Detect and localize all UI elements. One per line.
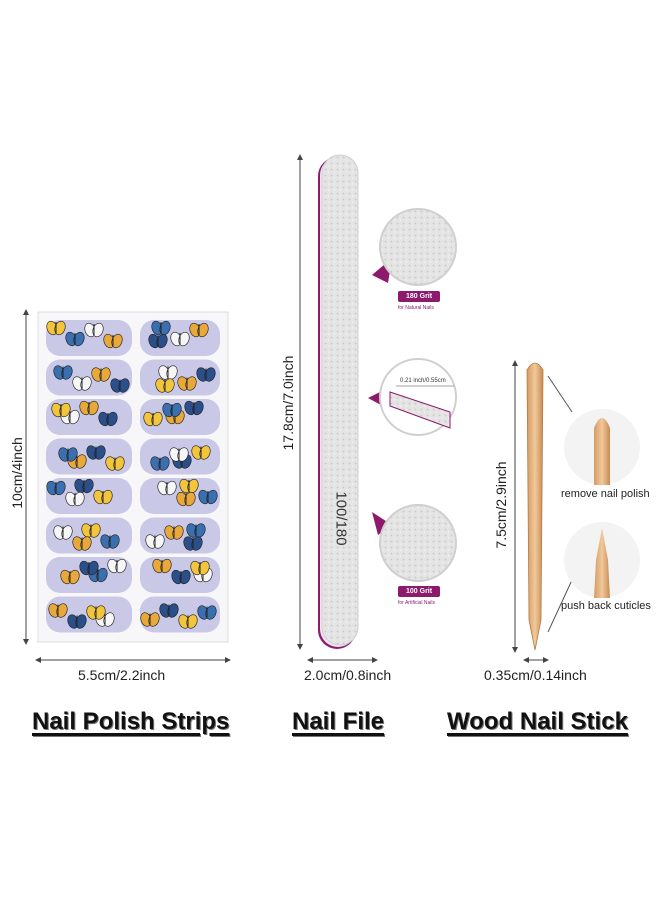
stick-width-label: 0.35cm/0.14inch xyxy=(484,667,587,683)
nail-strip-rows xyxy=(46,320,220,633)
butterfly-icon xyxy=(93,489,113,505)
butterfly-icon xyxy=(72,536,92,551)
butterfly-icon xyxy=(157,480,177,496)
nail-strip xyxy=(140,596,220,633)
butterfly-icon xyxy=(65,491,85,507)
butterfly-icon xyxy=(110,378,130,393)
butterfly-icon xyxy=(191,445,211,460)
butterfly-icon xyxy=(48,603,68,618)
butterfly-icon xyxy=(46,480,66,496)
nail-strip xyxy=(46,478,132,514)
butterfly-icon xyxy=(145,534,165,549)
butterfly-icon xyxy=(189,322,209,338)
butterfly-icon xyxy=(183,536,203,551)
grit-100-sub: for Artificial Nails xyxy=(398,600,435,606)
butterfly-icon xyxy=(53,525,73,540)
butterfly-icon xyxy=(79,400,99,416)
butterfly-icon xyxy=(79,560,99,576)
butterfly-icon xyxy=(197,605,217,620)
stick-title: Wood Nail Stick xyxy=(447,708,628,735)
butterfly-icon xyxy=(196,367,216,382)
butterfly-icon xyxy=(155,378,175,393)
butterfly-icon xyxy=(67,614,87,629)
grit-zoom-bottom xyxy=(372,504,457,582)
butterfly-icon xyxy=(46,320,66,336)
butterfly-icon xyxy=(178,614,198,629)
grit-100-label: 100 Grit xyxy=(398,586,441,597)
butterfly-icon xyxy=(91,367,111,382)
stick-length-label: 7.5cm/2.9inch xyxy=(493,461,509,549)
butterfly-icon xyxy=(148,333,168,349)
butterfly-icon xyxy=(58,447,78,462)
strips-width-label: 5.5cm/2.2inch xyxy=(78,667,166,683)
butterfly-icon xyxy=(72,376,92,391)
butterfly-icon xyxy=(86,445,106,460)
file-length-label: 17.8cm/7.0inch xyxy=(280,355,296,451)
butterfly-icon xyxy=(179,478,199,494)
file-width-label: 2.0cm/0.8inch xyxy=(304,667,392,683)
strips-title: Nail Polish Strips xyxy=(32,708,230,735)
butterfly-icon xyxy=(53,365,73,380)
butterfly-icon xyxy=(198,489,218,505)
butterfly-icon xyxy=(152,558,172,574)
butterfly-icon xyxy=(100,534,120,549)
butterfly-icon xyxy=(81,523,101,538)
butterfly-icon xyxy=(150,456,170,471)
thickness-zoom xyxy=(368,358,457,436)
butterfly-icon xyxy=(151,320,171,336)
butterfly-icon xyxy=(86,605,106,620)
butterfly-icon xyxy=(171,569,191,585)
wood-stick xyxy=(526,362,544,651)
butterfly-icon xyxy=(184,400,204,416)
butterfly-icon xyxy=(60,569,80,585)
grit-180-sub: for Natural Nails xyxy=(398,305,434,311)
butterfly-icon xyxy=(98,411,118,427)
butterfly-icon xyxy=(170,331,190,347)
stick-caption-bottom: push back cuticles xyxy=(561,600,651,612)
butterfly-icon xyxy=(65,331,85,347)
file-thickness-label: 0.21 inch/0.55cm xyxy=(400,378,446,384)
stick-zoom-top xyxy=(564,409,640,485)
butterfly-icon xyxy=(74,478,94,494)
stick-caption-top: remove nail polish xyxy=(561,488,650,500)
butterfly-icon xyxy=(186,523,206,538)
file-title: Nail File xyxy=(292,708,385,735)
butterfly-icon xyxy=(176,491,196,507)
butterfly-icon xyxy=(169,447,189,462)
butterfly-icon xyxy=(190,560,210,576)
grit-180-label: 180 Grit xyxy=(398,291,441,302)
butterfly-icon xyxy=(105,456,125,471)
butterfly-icon xyxy=(107,558,127,574)
butterfly-icon xyxy=(103,333,123,349)
butterfly-icon xyxy=(158,365,178,380)
butterfly-icon xyxy=(162,402,182,418)
butterfly-icon xyxy=(164,525,184,540)
nail-file xyxy=(318,154,359,649)
butterfly-icon xyxy=(143,411,163,427)
stick-zoom-bottom xyxy=(564,522,640,598)
butterfly-icon xyxy=(159,603,179,618)
butterfly-icon xyxy=(177,376,197,391)
butterfly-icon xyxy=(140,612,160,627)
file-imprint: 100/180 xyxy=(332,491,350,546)
butterfly-icon xyxy=(84,322,104,338)
strips-height-label: 10cm/4inch xyxy=(9,437,25,509)
butterfly-icon xyxy=(51,402,71,418)
grit-zoom-top xyxy=(372,208,457,286)
